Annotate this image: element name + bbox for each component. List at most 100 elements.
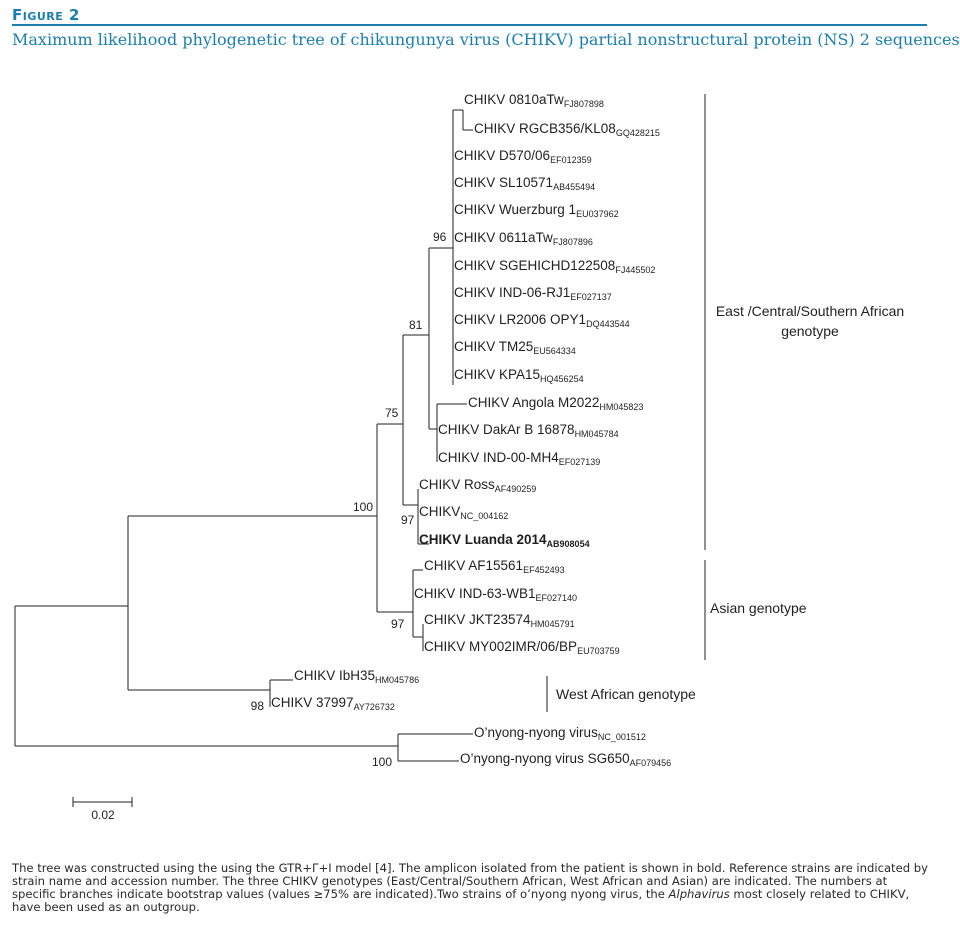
leaf-accession-subscript: HM045823 [599, 402, 643, 412]
leaf-strain-name: CHIKV [419, 504, 460, 519]
leaf-label: CHIKV IND-06-RJ1EF027137 [454, 285, 612, 302]
scale-bar-label: 0.02 [91, 808, 115, 822]
leaf-accession-subscript: EF027139 [559, 457, 601, 467]
figure-header-rule [12, 24, 927, 26]
leaf-label: CHIKV RGCB356/KL08GQ428215 [474, 121, 660, 138]
bootstrap-value: 97 [401, 513, 415, 527]
leaf-strain-name: O’nyong-nyong virus [474, 725, 598, 740]
leaf-strain-name: CHIKV IND-06-RJ1 [454, 285, 570, 300]
leaf-accession-subscript: EF027137 [570, 292, 612, 302]
leaf-strain-name: CHIKV JKT23574 [424, 612, 531, 627]
leaf-label: O’nyong-nyong virus SG650AF079456 [460, 751, 671, 768]
bootstrap-value: 100 [353, 500, 373, 514]
leaf-strain-name: CHIKV DakAr B 16878 [438, 422, 575, 437]
leaf-strain-name: CHIKV IND-00-MH4 [438, 450, 559, 465]
bootstrap-values: 96 81 75 100 97 97 98 100 [251, 230, 447, 769]
bootstrap-value: 98 [251, 699, 265, 713]
clade-label-ecsa-line2: genotype [781, 323, 839, 339]
leaf-label: CHIKV D570/06EF012359 [454, 148, 592, 165]
leaf-label: CHIKV IbH35HM045786 [294, 668, 419, 685]
bootstrap-value: 100 [372, 755, 392, 769]
bootstrap-value: 96 [433, 230, 447, 244]
figure-title: Maximum likelihood phylogenetic tree of … [12, 30, 960, 49]
leaf-strain-name: CHIKV IbH35 [294, 668, 375, 683]
leaf-label: CHIKV IND-00-MH4EF027139 [438, 450, 600, 467]
caption-genus-italic: Alphavirus [668, 887, 730, 901]
leaf-label: O’nyong-nyong virusNC_001512 [474, 725, 646, 742]
leaf-label: CHIKV AF15561EF452493 [424, 558, 565, 575]
leaf-accession-subscript: FJ807898 [564, 99, 604, 109]
leaf-accession-subscript: EU564334 [533, 346, 576, 356]
leaf-accession-subscript: HM045784 [575, 429, 619, 439]
leaf-strain-name: CHIKV D570/06 [454, 148, 550, 163]
scale-bar [72, 797, 133, 807]
caption-text-part1: The tree was constructed using the using… [12, 861, 928, 901]
leaf-strain-name: CHIKV KPA15 [454, 367, 540, 382]
leaf-accession-subscript: DQ443544 [586, 319, 630, 329]
leaf-label: CHIKV LR2006 OPY1DQ443544 [454, 312, 630, 329]
leaf-accession-subscript: HM045786 [375, 675, 419, 685]
leaf-strain-name: CHIKV Luanda 2014 [419, 532, 547, 547]
leaf-label: CHIKV DakAr B 16878HM045784 [438, 422, 619, 439]
leaf-strain-name: CHIKV 0810aTw [464, 92, 564, 107]
leaf-strain-name: CHIKV SL10571 [454, 175, 553, 190]
leaf-accession-subscript: AF079456 [630, 758, 672, 768]
leaf-label: CHIKV JKT23574HM045791 [424, 612, 575, 629]
leaf-accession-subscript: FJ445502 [615, 265, 655, 275]
leaf-label-patient-strain: CHIKV Luanda 2014AB908054 [419, 532, 590, 549]
leaf-accession-subscript: AB908054 [547, 539, 590, 549]
leaf-label: CHIKV KPA15HQ456254 [454, 367, 584, 384]
leaf-accession-subscript: AF490259 [495, 484, 537, 494]
clade-label-ecsa-line1: East /Central/Southern African [716, 303, 904, 319]
tree-branches [14, 109, 473, 762]
bootstrap-value: 81 [409, 318, 423, 332]
leaf-accession-subscript: HQ456254 [540, 374, 584, 384]
leaf-strain-name: CHIKV AF15561 [424, 558, 523, 573]
clade-label-west-african: West African genotype [556, 686, 696, 702]
leaf-label: CHIKV SL10571AB455494 [454, 175, 595, 192]
caption-text-part2: most closely related to CHIKV, have been… [12, 887, 910, 914]
leaf-strain-name: CHIKV IND-63-WB1 [414, 586, 536, 601]
leaf-strain-name: CHIKV 37997 [271, 695, 354, 710]
leaf-label: CHIKV SGEHICHD122508FJ445502 [454, 258, 655, 275]
leaf-label: CHIKV Angola M2022HM045823 [468, 395, 643, 412]
leaf-label: CHIKV 37997AY726732 [271, 695, 395, 712]
leaf-accession-subscript: EF012359 [550, 155, 592, 165]
leaf-accession-subscript: NC_004162 [460, 511, 508, 521]
leaf-accession-subscript: EF452493 [523, 565, 565, 575]
leaf-accession-subscript: FJ807896 [553, 237, 593, 247]
leaf-strain-name: CHIKV TM25 [454, 339, 533, 354]
leaf-strain-name: CHIKV Wuerzburg 1 [454, 202, 576, 217]
bootstrap-value: 75 [385, 406, 399, 420]
figure-caption: The tree was constructed using the using… [12, 862, 930, 914]
leaf-strain-name: O’nyong-nyong virus SG650 [460, 751, 630, 766]
leaf-label: CHIKV 0810aTwFJ807898 [464, 92, 604, 109]
leaf-strain-name: CHIKV RGCB356/KL08 [474, 121, 616, 136]
leaf-label: CHIKV Wuerzburg 1EU037962 [454, 202, 619, 219]
leaf-accession-subscript: GQ428215 [616, 128, 660, 138]
leaf-accession-subscript: HM045791 [531, 619, 575, 629]
leaf-strain-name: CHIKV Ross [419, 477, 495, 492]
leaf-strain-name: CHIKV 0611aTw [454, 230, 553, 245]
leaf-strain-name: CHIKV SGEHICHD122508 [454, 258, 615, 273]
leaf-label: CHIKV IND-63-WB1EF027140 [414, 586, 577, 603]
clade-markers [546, 94, 706, 712]
leaf-accession-subscript: EU703759 [577, 646, 620, 656]
figure-label: Figure 2 [12, 6, 80, 24]
leaf-label: CHIKV TM25EU564334 [454, 339, 576, 356]
leaf-strain-name: CHIKV Angola M2022 [468, 395, 599, 410]
leaf-accession-subscript: AY726732 [354, 702, 395, 712]
leaf-label: CHIKV 0611aTwFJ807896 [454, 230, 593, 247]
bootstrap-value: 97 [391, 617, 405, 631]
leaf-accession-subscript: EU037962 [576, 209, 619, 219]
leaf-label: CHIKVNC_004162 [419, 504, 508, 521]
clade-label-asian: Asian genotype [710, 600, 807, 616]
leaf-label: CHIKV RossAF490259 [419, 477, 536, 494]
leaf-accession-subscript: AB455494 [553, 182, 595, 192]
leaf-accession-subscript: EF027140 [536, 593, 578, 603]
leaf-label: CHIKV MY002IMR/06/BPEU703759 [424, 639, 620, 656]
leaf-strain-name: CHIKV LR2006 OPY1 [454, 312, 586, 327]
leaf-accession-subscript: NC_001512 [598, 732, 646, 742]
